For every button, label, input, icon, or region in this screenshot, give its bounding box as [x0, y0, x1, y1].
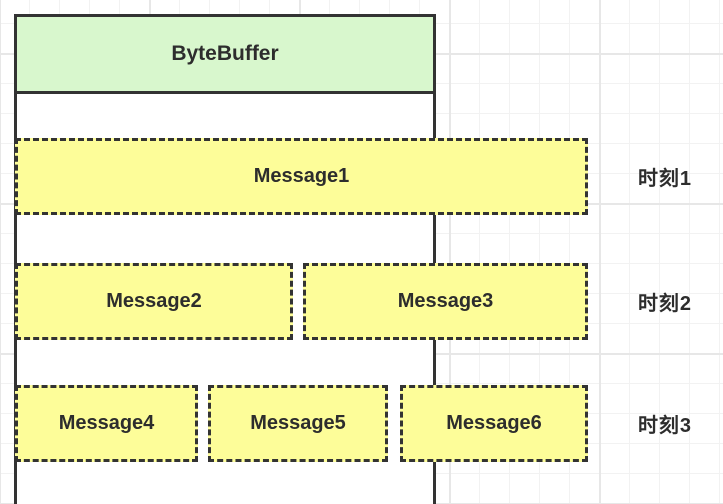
message-label: Message1 — [253, 165, 350, 187]
bytebuffer-header: ByteBuffer — [14, 14, 436, 94]
time-label-3: 时刻3 — [637, 415, 693, 437]
message-box-6: Message6 — [400, 385, 588, 462]
message-box-5: Message5 — [208, 385, 388, 462]
message-box-4: Message4 — [15, 385, 198, 462]
message-box-2: Message2 — [15, 263, 293, 340]
time-label-1: 时刻1 — [637, 168, 693, 190]
time-label-2: 时刻2 — [637, 293, 693, 315]
message-box-1: Message1 — [15, 138, 588, 215]
message-label: Message3 — [397, 290, 494, 312]
message-label: Message5 — [250, 412, 346, 434]
message-label: Message4 — [58, 412, 155, 434]
message-label: Message6 — [446, 412, 542, 434]
bytebuffer-title: ByteBuffer — [171, 42, 279, 65]
message-box-3: Message3 — [303, 263, 588, 340]
message-label: Message2 — [106, 290, 202, 312]
